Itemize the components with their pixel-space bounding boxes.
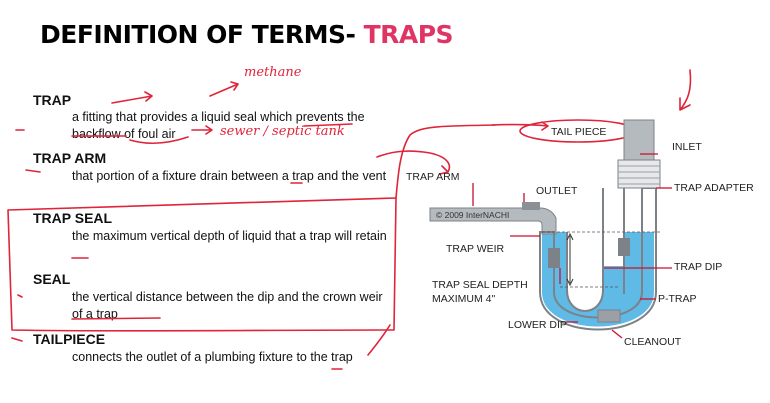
tail-piece-pipe xyxy=(623,119,655,163)
p-trap-diagram xyxy=(429,119,661,331)
label-trap-seal-depth: TRAP SEAL DEPTH xyxy=(432,279,528,291)
ink-dot-seal xyxy=(17,294,23,298)
right-nut xyxy=(618,238,630,256)
ink-arrow-top-right xyxy=(679,69,692,111)
ink-methane-note: methane xyxy=(244,65,302,80)
cleanout-plug xyxy=(597,309,621,323)
label-outlet: OUTLET xyxy=(536,185,578,197)
outlet-nut xyxy=(522,202,540,210)
ink-arrow-tailpiece xyxy=(491,121,549,131)
label-trap-arm: TRAP ARM xyxy=(406,171,459,183)
leader-lines xyxy=(472,153,672,339)
ink-arrow-sewer xyxy=(191,125,213,135)
label-inlet: INLET xyxy=(672,141,702,153)
label-maximum: MAXIMUM 4" xyxy=(432,293,496,305)
trap-arm-pipe xyxy=(429,207,557,235)
term-trap-arm: TRAP ARM xyxy=(33,150,107,166)
ink-underline-weir xyxy=(71,317,161,320)
ink-bracket-box xyxy=(7,197,397,332)
page-title: DEFINITION OF TERMS- TRAPS xyxy=(40,20,454,49)
label-p-trap: P-TRAP xyxy=(658,293,697,305)
definition-seal: the vertical distance between the dip an… xyxy=(72,290,383,321)
seal-depth-arrowheads xyxy=(566,232,574,287)
trap-inner-wall xyxy=(566,188,604,312)
ink-loop-arrow xyxy=(376,150,451,175)
ink-dash-tailpiece xyxy=(11,337,23,342)
term-trap-seal: TRAP SEAL xyxy=(33,210,113,226)
ink-connector-right xyxy=(395,124,496,199)
term-trap: TRAP xyxy=(33,92,72,108)
ink-end-hook xyxy=(367,324,391,356)
trap-adapter xyxy=(617,159,661,189)
definition-trap: a fitting that provides a liquid seal wh… xyxy=(72,110,365,141)
term-seal: SEAL xyxy=(33,271,71,287)
label-cleanout: CLEANOUT xyxy=(624,336,682,348)
definition-trap-arm: that portion of a fixture drain between … xyxy=(72,169,387,183)
label-trap-dip: TRAP DIP xyxy=(674,261,722,273)
copyright-text: © 2009 InterNACHI xyxy=(436,210,509,220)
ink-underline-prevents xyxy=(303,123,353,127)
label-trap-weir: TRAP WEIR xyxy=(446,243,505,255)
weir-nut xyxy=(548,248,560,268)
ink-sewer-note: sewer / septic tank xyxy=(220,124,345,139)
ink-arrow-trap xyxy=(111,91,153,104)
title-accent: TRAPS xyxy=(363,20,454,49)
adapter-threads xyxy=(618,165,660,185)
definition-tailpiece: connects the outlet of a plumbing fixtur… xyxy=(72,350,353,364)
ink-dash-traparm xyxy=(25,169,41,173)
definition-trap-seal: the maximum vertical depth of liquid tha… xyxy=(72,229,387,243)
label-lower-dip: LOWER DIP xyxy=(508,319,567,331)
ink-arrow-methane xyxy=(209,81,239,97)
term-tailpiece: TAILPIECE xyxy=(33,331,106,347)
label-tail-piece: TAIL PIECE xyxy=(551,126,606,138)
ink-underline-backflow xyxy=(71,135,189,145)
label-trap-adapter: TRAP ADAPTER xyxy=(674,182,754,194)
title-prefix: DEFINITION OF TERMS- xyxy=(40,20,356,49)
